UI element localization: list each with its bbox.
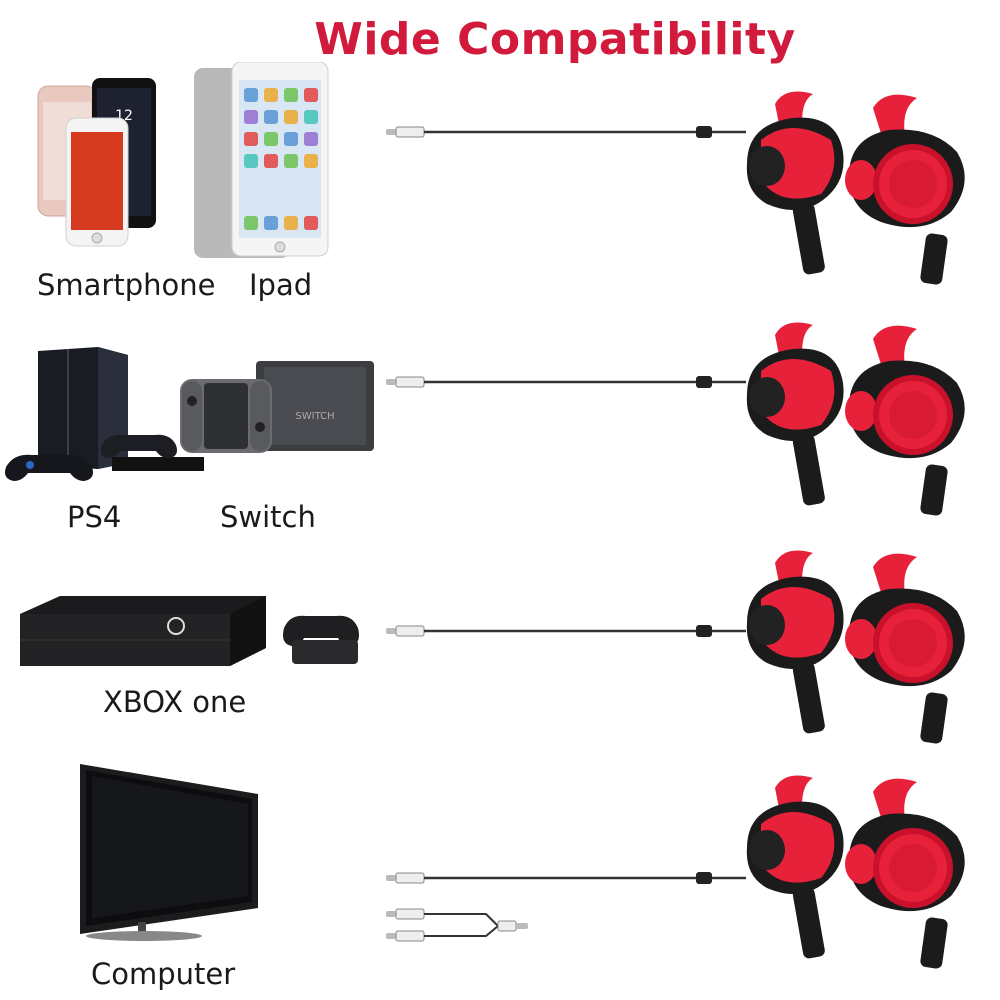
audio-cable-icon: [386, 126, 746, 138]
audio-cable-icon: [386, 625, 746, 637]
xbox-console-icon: [20, 596, 359, 666]
splitter-cable-icon: [386, 908, 528, 942]
svg-text:SWITCH: SWITCH: [295, 411, 334, 422]
audio-cable-icon: [386, 872, 746, 884]
device-label-ps4: PS4: [67, 500, 122, 534]
tablet-icon: [194, 62, 329, 258]
device-label-ipad: Ipad: [249, 268, 313, 302]
smartphone-icon: 12: [37, 78, 156, 247]
ps4-console-icon: [5, 347, 204, 481]
earbuds-icon: [746, 322, 965, 516]
device-label-switch: Switch: [220, 500, 316, 534]
tv-monitor-icon: [80, 764, 258, 941]
earbuds-icon: [746, 775, 965, 969]
device-label-xbox-one: XBOX one: [103, 685, 247, 719]
switch-console-icon: SWITCH: [180, 361, 374, 453]
page-title: Wide Compatibility: [314, 14, 796, 65]
earbuds-icon: [746, 550, 965, 744]
audio-cable-icon: [386, 376, 746, 388]
device-label-computer: Computer: [91, 957, 236, 991]
device-label-smartphone: Smartphone: [37, 268, 216, 302]
earbuds-icon: [746, 91, 965, 285]
